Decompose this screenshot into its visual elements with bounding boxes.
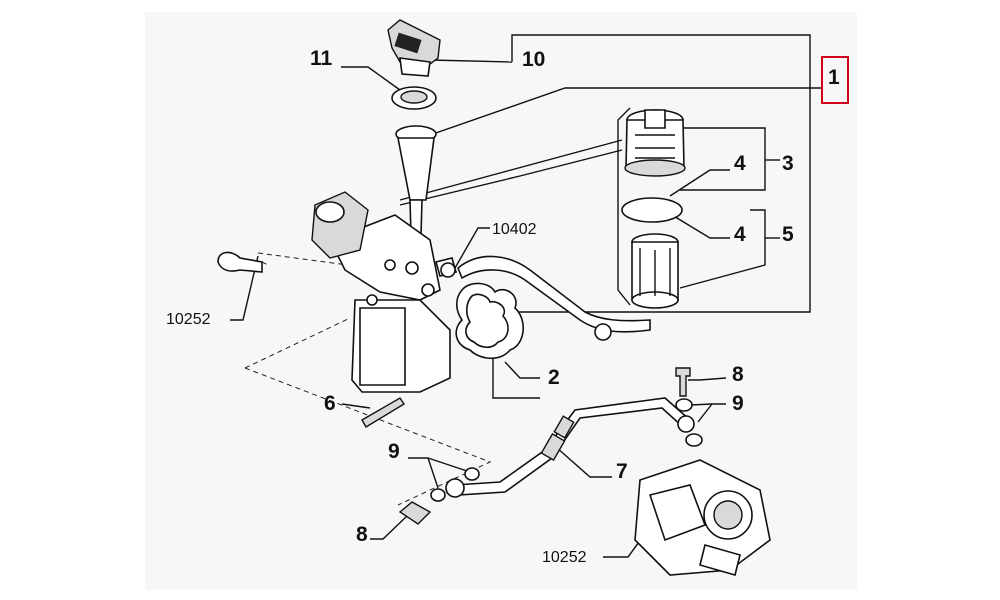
oil-filter-cartridge	[631, 233, 679, 309]
callout-7: 7	[616, 460, 628, 483]
long-bolt-6	[361, 397, 405, 428]
highlight-box-callout-1	[821, 56, 849, 104]
o-ring-4	[621, 197, 683, 223]
callout-10: 10	[522, 48, 545, 71]
copper-washers-9	[430, 398, 703, 502]
breather-pipe-left	[217, 251, 263, 273]
callout-10402: 10402	[492, 221, 537, 238]
seal-ring-11	[391, 86, 437, 110]
callout-3: 3	[782, 152, 794, 175]
oil-filter-cap	[624, 109, 686, 177]
callout-4-upper: 4	[734, 152, 746, 175]
leader-lines	[230, 34, 822, 558]
coolant-pipe-10402	[440, 255, 651, 341]
oil-filler-cap	[387, 19, 441, 77]
callout-10252-right: 10252	[542, 549, 587, 566]
banjo-bolt-8-right	[675, 367, 691, 397]
turbo-oil-pipe-7	[445, 397, 695, 498]
callout-1: 1	[828, 66, 840, 89]
banjo-bolt-8-left	[398, 501, 432, 525]
callout-8-right: 8	[732, 363, 744, 386]
turbocharger-10252	[634, 459, 771, 576]
callout-8-left: 8	[356, 523, 368, 546]
callout-9-right: 9	[732, 392, 744, 415]
callout-4-lower: 4	[734, 223, 746, 246]
callout-9-left: 9	[388, 440, 400, 463]
callout-labels: 11 10 1 4 3 4 5 10402 10252 2 8 6 9 9 7 …	[166, 47, 840, 566]
callout-5: 5	[782, 223, 794, 246]
housing-gasket	[455, 282, 524, 360]
callout-11: 11	[310, 47, 333, 70]
callout-6: 6	[324, 392, 336, 415]
callout-2: 2	[548, 366, 560, 389]
callout-10252-left: 10252	[166, 311, 211, 328]
